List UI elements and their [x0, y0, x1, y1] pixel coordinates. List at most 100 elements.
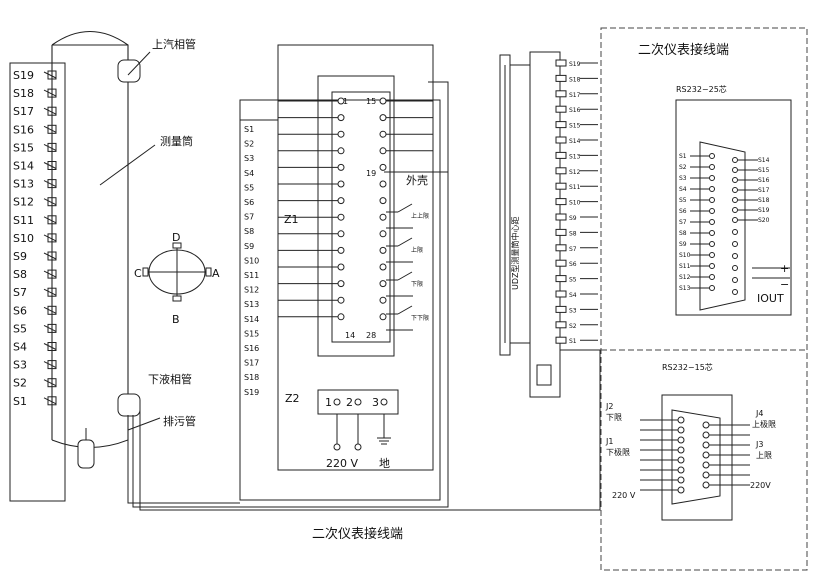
z1-left-pin	[337, 147, 345, 155]
strip-label: S5	[244, 183, 254, 192]
pin-14-label: 14	[345, 331, 355, 340]
bolt-hatch	[43, 397, 57, 405]
z1-right-pin	[379, 130, 387, 138]
right-s-label: S1	[569, 338, 577, 345]
shell-label: 外壳	[406, 173, 428, 187]
j3-label: J3	[755, 440, 763, 449]
db15-left-pin	[677, 476, 685, 484]
db25-right-pin	[732, 197, 738, 203]
section-mark-c-box	[142, 267, 149, 277]
db25-left-pin	[709, 252, 715, 258]
right-s-label: S13	[569, 153, 581, 160]
right-s-connector	[555, 198, 567, 206]
bolt-hatch	[43, 379, 57, 387]
z1-left-pin	[337, 263, 345, 271]
db25-right-pin	[732, 167, 738, 173]
section-mark-b-box	[172, 295, 182, 302]
j2-label: J2	[605, 402, 613, 411]
db25-left-pin	[709, 186, 715, 192]
db15-right-pin	[702, 461, 710, 469]
right-s-connector	[555, 275, 567, 283]
db25-left-label: S2	[679, 164, 687, 171]
relay-label: 下下限	[411, 314, 429, 322]
right-s-connector	[555, 167, 567, 175]
db25-left-pin	[709, 175, 715, 181]
right-s-label: S14	[569, 138, 581, 145]
z1-left-pin	[337, 246, 345, 254]
db15-left-pin	[677, 486, 685, 494]
strip-label: S6	[244, 198, 254, 207]
z1-right-pin	[379, 280, 387, 288]
right-s-label: S10	[569, 200, 581, 207]
bolt-hatch	[43, 125, 57, 133]
z1-left-pin	[337, 313, 345, 321]
bolt-hatch	[43, 270, 57, 278]
strip-label: S1	[244, 125, 254, 134]
pin-1-label: 1	[343, 97, 348, 106]
z1-left-pin	[337, 296, 345, 304]
sensor-label: S2	[13, 377, 27, 390]
right-s-label: S11	[569, 184, 581, 191]
db25-left-pin	[709, 219, 715, 225]
db25-right-label: S20	[758, 217, 770, 224]
section-mark-d: D	[172, 231, 180, 244]
z1-right-pin	[379, 147, 387, 155]
bolt-hatch	[43, 89, 57, 97]
db15-right-pin	[702, 431, 710, 439]
right-s-label: S18	[569, 76, 581, 83]
bolt-hatch	[43, 216, 57, 224]
vessel-outline	[51, 30, 129, 440]
db15-shell	[671, 409, 721, 505]
db25-left-label: S6	[679, 208, 687, 215]
strip-label: S18	[244, 373, 259, 382]
db25-left-pin	[709, 274, 715, 280]
cable-shell	[132, 81, 449, 508]
right-s-label: S3	[569, 307, 577, 314]
db25-right-pin	[732, 157, 738, 163]
z1-right-pin	[379, 197, 387, 205]
iout-label: IOUT	[757, 292, 784, 305]
right-s-connector	[555, 213, 567, 221]
relay-label: 下限	[411, 280, 423, 288]
right-s-connector	[555, 321, 567, 329]
strip-label: S17	[244, 359, 259, 368]
section-mark-c: C	[134, 267, 142, 280]
power-terminal-1	[333, 443, 341, 451]
strip-label: S3	[244, 154, 254, 163]
j4-label: J4	[755, 409, 763, 418]
sensor-label: S9	[13, 250, 27, 263]
z1-left-pin	[337, 280, 345, 288]
bolt-hatch	[43, 198, 57, 206]
relay-label: 上上限	[411, 212, 429, 220]
right-s-connector	[555, 259, 567, 267]
db25-right-label: S17	[758, 187, 770, 194]
strip-label: S13	[244, 300, 259, 309]
db25-left-label: S11	[679, 263, 691, 270]
db25-right-label: S15	[758, 167, 770, 174]
z2-label: Z2	[285, 392, 300, 405]
upper-pipe-leader	[127, 51, 151, 76]
tube-vertical-label: UDZ型测量筒中心距	[510, 217, 520, 291]
sensor-label-list: S19S18S17S16S15S14S13S12S11S10S9S8S7S6S5…	[13, 69, 34, 408]
sensor-label: S15	[13, 141, 34, 154]
bolt-hatch	[43, 324, 57, 332]
sensor-bolt-icon	[43, 233, 57, 243]
strip-label: S19	[244, 388, 259, 397]
db15-right-pin	[702, 441, 710, 449]
right-s-connector	[555, 90, 567, 98]
right-s-connector	[555, 59, 567, 67]
z1-right-pin	[379, 97, 387, 105]
strip-label: S2	[244, 140, 254, 149]
lower-liquid-pipe-label: 下液相管	[148, 372, 192, 386]
bolt-hatch	[43, 143, 57, 151]
pin-19-label: 19	[366, 169, 376, 178]
relay-label: 上限	[411, 246, 423, 254]
z2-pin-label: 3	[372, 396, 379, 409]
sensor-frame	[9, 62, 66, 502]
terminal-board: S1S2S3S4S5S6S7S8S9S10S11S12S13S14S15S16S…	[239, 44, 448, 501]
z1-label: Z1	[284, 213, 299, 226]
strip-label: S11	[244, 271, 259, 280]
db25-right-pin	[732, 241, 738, 247]
strip-label: S7	[244, 213, 254, 222]
z1-right-pin	[379, 163, 387, 171]
